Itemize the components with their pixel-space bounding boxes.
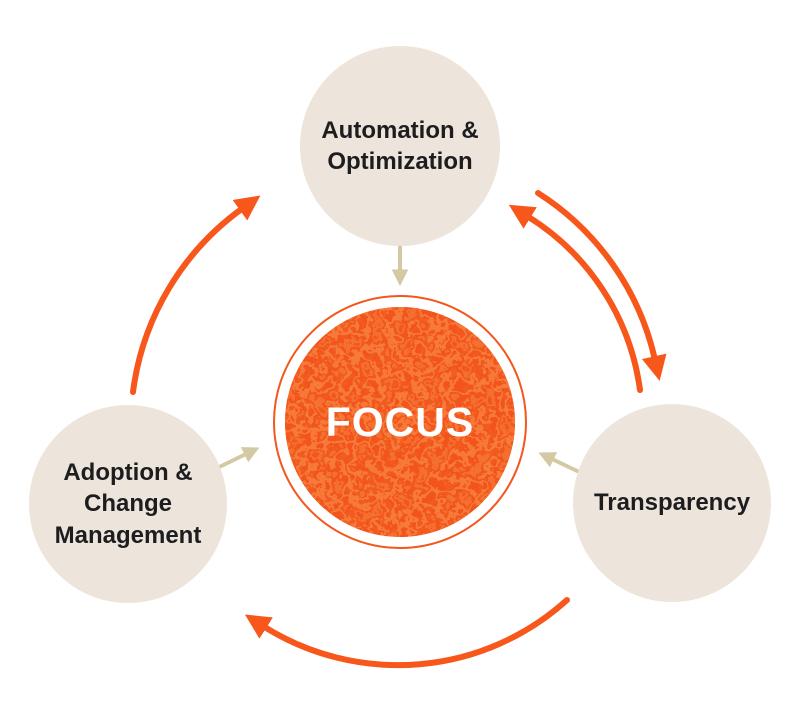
node-label-line: Automation & — [321, 116, 479, 144]
node-adoption-change-management: Adoption & Change Management — [29, 405, 227, 603]
focus-circle: FOCUS — [285, 307, 515, 537]
node-label: Automation & Optimization — [321, 115, 478, 177]
node-transparency: Transparency — [573, 404, 771, 602]
node-label-line: Optimization — [327, 148, 473, 175]
node-label-line: Management — [54, 521, 202, 549]
focus-ring — [273, 295, 527, 549]
focus-texture — [285, 307, 515, 537]
node-label: Transparency — [594, 487, 750, 518]
node-automation-optimization: Automation & Optimization — [300, 46, 500, 246]
arrow-transparency-to-adoption — [244, 597, 570, 669]
arrow-transparency-to-automation — [508, 204, 643, 393]
node-label-line: Adoption & — [63, 459, 193, 487]
focus-label: FOCUS — [325, 398, 475, 445]
node-label-line: Change — [83, 490, 172, 518]
arrow-adoption-to-automation — [130, 195, 261, 395]
node-label: Adoption & Change Management — [55, 457, 202, 551]
node-label-line: Transparency — [593, 489, 751, 517]
arrow-automation-to-transparency — [535, 190, 667, 381]
